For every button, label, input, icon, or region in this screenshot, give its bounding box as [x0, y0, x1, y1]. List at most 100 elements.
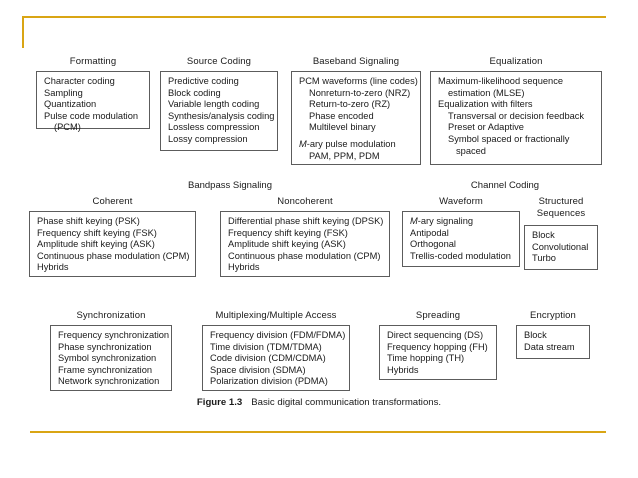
list-item: Network synchronization [58, 376, 160, 387]
list-item: Trellis-coded modulation [410, 250, 511, 261]
list-item: Orthogonal [410, 239, 456, 250]
list-item: Multilevel binary [309, 122, 376, 133]
box-baseband-signaling: PCM waveforms (line codes) Nonreturn-to-… [291, 71, 421, 165]
list-item: (PCM) [54, 122, 81, 133]
group-baseband-signaling: Baseband Signaling PCM waveforms (line c… [291, 56, 421, 165]
box-noncoherent: Differential phase shift keying (DPSK) F… [220, 211, 390, 277]
list-item: Continuous phase modulation (CPM) [37, 250, 190, 261]
list-equalization: Maximum-likelihood sequence estimation (… [438, 76, 595, 157]
list-item: Frequency shift keying (FSK) [37, 227, 157, 238]
list-item: Turbo [532, 253, 556, 264]
list-item: Lossy compression [168, 133, 248, 144]
group-multiplexing: Multiplexing/Multiple Access Frequency d… [202, 310, 350, 391]
list-item: Block coding [168, 87, 221, 98]
box-source-coding: Predictive coding Block coding Variable … [160, 71, 278, 151]
box-equalization: Maximum-likelihood sequence estimation (… [430, 71, 602, 165]
list-item: spaced [456, 145, 486, 156]
group-title-multiplexing: Multiplexing/Multiple Access [215, 310, 337, 321]
list-item: Time hopping (TH) [387, 353, 465, 364]
list-multiplexing: Frequency division (FDM/FDMA) Time divis… [210, 330, 345, 388]
group-title-equalization: Equalization [489, 56, 543, 67]
list-structured-sequences: Block Convolutional Turbo [532, 230, 591, 265]
gold-bottom-rule [30, 431, 606, 433]
list-item: Block [532, 230, 555, 240]
list-item: Transversal or decision feedback [448, 110, 585, 121]
box-encryption: Block Data stream [516, 325, 590, 359]
gold-top-rule [22, 16, 606, 18]
box-formatting: Character coding Sampling Quantization P… [36, 71, 150, 132]
super-title-bandpass-signaling: Bandpass Signaling [188, 180, 272, 191]
box-waveform: M-ary signaling Antipodal Orthogonal Tre… [402, 211, 520, 267]
list-item: Nonreturn-to-zero (NRZ) [309, 87, 411, 98]
list-item: Differential phase shift keying (DPSK) [228, 216, 384, 226]
group-structured-sequences: Structured Sequences Block Convolutional… [524, 196, 598, 270]
list-item: PAM, PPM, PDM [309, 150, 380, 161]
list-source-coding: Predictive coding Block coding Variable … [168, 76, 275, 146]
list-item: Frequency hopping (FH) [387, 341, 488, 352]
list-item: Convolutional [532, 241, 589, 252]
list-item: Pulse code modulation [44, 110, 139, 121]
list-item: Variable length coding [168, 99, 260, 110]
group-title-spreading: Spreading [415, 310, 461, 321]
group-title-encryption: Encryption [530, 310, 576, 321]
group-encryption: Encryption Block Data stream [516, 310, 590, 359]
list-item-mary-rest: -ary signaling [417, 216, 474, 226]
list-waveform: M-ary signaling Antipodal Orthogonal Tre… [410, 216, 513, 262]
list-item: Amplitude shift keying (ASK) [228, 239, 346, 250]
group-title-baseband-signaling: Baseband Signaling [312, 56, 400, 67]
list-item: Antipodal [410, 227, 449, 238]
list-item: Equalization with filters [438, 99, 533, 110]
group-equalization: Equalization Maximum-likelihood sequence… [430, 56, 602, 165]
list-item: Hybrids [37, 262, 69, 273]
list-item: Symbol synchronization [58, 353, 157, 364]
group-noncoherent: Noncoherent Differential phase shift key… [220, 196, 390, 277]
box-structured-sequences: Block Convolutional Turbo [524, 225, 598, 270]
super-title-channel-coding: Channel Coding [470, 180, 540, 191]
list-item: Data stream [524, 341, 575, 352]
list-item: Direct sequencing (DS) [387, 330, 484, 340]
list-item: Maximum-likelihood sequence [438, 76, 564, 86]
list-item: Phase shift keying (PSK) [37, 216, 140, 226]
group-coherent: Coherent Phase shift keying (PSK) Freque… [29, 196, 196, 277]
list-item: PCM waveforms (line codes) [299, 76, 418, 86]
list-item: Sampling [44, 87, 83, 98]
group-waveform: Waveform M-ary signaling Antipodal Ortho… [402, 196, 520, 267]
list-item: Time division (TDM/TDMA) [210, 341, 322, 352]
list-coherent: Phase shift keying (PSK) Frequency shift… [37, 216, 189, 274]
group-synchronization: Synchronization Frequency synchronizatio… [50, 310, 172, 391]
group-spreading: Spreading Direct sequencing (DS) Frequen… [379, 310, 497, 380]
list-item: Lossless compression [168, 122, 260, 133]
list-item: Code division (CDM/CDMA) [210, 353, 326, 364]
list-item: Frame synchronization [58, 364, 153, 375]
list-item: Quantization [44, 99, 97, 110]
italic-m: M [299, 138, 307, 149]
group-title-waveform: Waveform [439, 196, 483, 207]
italic-m: M [410, 216, 418, 226]
list-spreading: Direct sequencing (DS) Frequency hopping… [387, 330, 490, 376]
group-title-formatting: Formatting [69, 56, 117, 67]
list-item: Symbol spaced or fractionally [448, 133, 570, 144]
box-spreading: Direct sequencing (DS) Frequency hopping… [379, 325, 497, 380]
list-item: Synthesis/analysis coding [168, 110, 275, 121]
figure-caption-text: Basic digital communication transformati… [251, 397, 442, 408]
list-item: Character coding [44, 76, 115, 86]
gold-left-rule [22, 16, 24, 48]
box-multiplexing: Frequency division (FDM/FDMA) Time divis… [202, 325, 350, 391]
list-synchronization: Frequency synchronization Phase synchron… [58, 330, 170, 388]
list-item: Predictive coding [168, 76, 239, 86]
list-item: Frequency shift keying (FSK) [228, 227, 348, 238]
list-item: Return-to-zero (RZ) [309, 99, 391, 110]
list-item: Preset or Adaptive [448, 122, 524, 133]
figure-caption: Figure 1.3 Basic digital communication tr… [0, 396, 638, 409]
list-item: Polarization division (PDMA) [210, 376, 328, 387]
list-item: Frequency synchronization [58, 330, 170, 340]
list-formatting: Character coding Sampling Quantization P… [44, 76, 143, 134]
box-synchronization: Frequency synchronization Phase synchron… [50, 325, 172, 391]
list-item: Hybrids [228, 262, 260, 273]
list-item-mary: M-ary pulse modulation [299, 139, 414, 151]
figure-caption-label: Figure 1.3 [196, 397, 243, 408]
group-title-structured-sequences-line1: Structured [538, 196, 584, 207]
list-noncoherent: Differential phase shift keying (DPSK) F… [228, 216, 383, 274]
list-encryption: Block Data stream [524, 330, 583, 353]
